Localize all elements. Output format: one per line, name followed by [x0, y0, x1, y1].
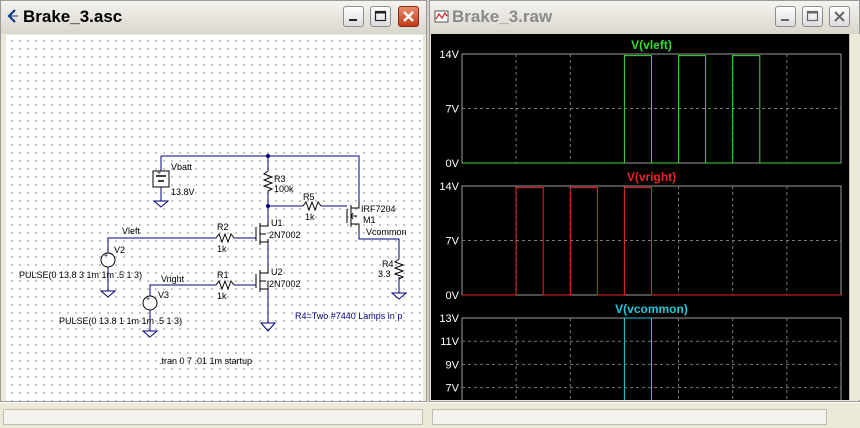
mosfet-m1 [346, 201, 360, 231]
ground-symbol [141, 330, 159, 338]
maximize-button[interactable] [802, 6, 823, 27]
net-label-vbatt: Vbatt [171, 162, 193, 172]
svg-text:+: + [104, 253, 108, 260]
close-icon [834, 11, 845, 22]
maximize-icon [374, 10, 387, 22]
close-icon [403, 11, 414, 22]
resistor-r3 [262, 170, 274, 192]
r4-value: 3.3 [378, 269, 391, 279]
trace-line [462, 55, 841, 164]
m1-model: IRF7204 [361, 204, 396, 214]
resistor-r4 [393, 258, 405, 280]
net-label-vright: Vright [161, 274, 185, 284]
minimize-icon [781, 19, 789, 21]
voltage-source-v3 [142, 295, 158, 311]
y-tick-label: 14V [439, 181, 459, 193]
ground-symbol [259, 322, 277, 332]
trace-line [623, 317, 652, 400]
minimize-button[interactable] [343, 6, 364, 27]
trace-line [462, 187, 841, 296]
waveform-title: Brake_3.raw [452, 7, 553, 26]
schematic-doc-icon [7, 9, 18, 23]
net-label-vleft: Vleft [122, 226, 141, 236]
maximize-button[interactable] [370, 6, 391, 27]
y-tick-label: 7V [446, 104, 460, 116]
ground-symbol [152, 200, 170, 208]
schematic-window: Brake_3.asc [0, 0, 427, 402]
mosfet-u1 [255, 223, 269, 245]
y-tick-label: 13V [439, 313, 459, 325]
waveform-doc-icon [434, 10, 449, 23]
minimize-icon [349, 19, 357, 21]
r3-value: 100k [274, 184, 294, 194]
resistor-r2 [215, 232, 235, 244]
r1-value: 1k [217, 291, 227, 301]
y-tick-label: 0V [446, 290, 460, 302]
waveform-horizontal-scrollbar[interactable] [432, 409, 827, 425]
trace-title: V(vcommon) [615, 302, 688, 316]
y-tick-label: 11V [440, 336, 459, 348]
waveform-plot-area[interactable]: 14V 7V 0V V(vleft) 14V 7V 0V V(vright) 13V 11V 9V 7… [431, 34, 849, 400]
r1-name: R1 [217, 270, 229, 280]
schematic-title: Brake_3.asc [23, 7, 123, 26]
y-tick-label: 9V [446, 359, 460, 371]
r5-name: R5 [303, 192, 315, 202]
r2-name: R2 [217, 222, 229, 232]
waveform-vertical-scrollbar[interactable] [849, 34, 860, 400]
close-button[interactable] [398, 6, 419, 27]
v2-name: V2 [114, 245, 125, 255]
ground-symbol [99, 290, 117, 298]
r2-value: 1k [217, 244, 227, 254]
maximize-icon [806, 10, 819, 22]
svg-text:+: + [157, 170, 161, 177]
close-button[interactable] [829, 6, 850, 27]
r4-name: R4 [382, 259, 394, 269]
ground-symbol [390, 292, 408, 300]
r4-comment: R4=Two #7440 Lamps in p [295, 311, 402, 321]
waveform-plots: 14V 7V 0V V(vleft) 14V 7V 0V V(vright) 13V 11V 9V 7… [439, 38, 842, 400]
m1-name: M1 [363, 215, 376, 225]
u1-name: U1 [271, 218, 283, 228]
junction-dot [266, 154, 270, 158]
y-tick-label: 14V [439, 49, 459, 61]
mosfet-u2 [255, 266, 269, 292]
trace-title: V(vleft) [631, 38, 672, 52]
r5-value: 1k [305, 212, 315, 222]
r3-name: R3 [274, 174, 286, 184]
schematic-canvas[interactable]: + + [6, 35, 423, 401]
trace-title: V(vright) [627, 170, 676, 184]
v2-value: PULSE(0 13.8 3 1m 1m .5 1 3) [19, 270, 142, 280]
y-tick-label: 7V [446, 383, 460, 395]
junction-dot [266, 204, 270, 208]
minimize-button[interactable] [775, 6, 796, 27]
schematic-titlebar[interactable]: Brake_3.asc [1, 1, 426, 34]
resistor-r5 [302, 200, 322, 212]
resistor-r1 [215, 279, 235, 291]
schematic-drawing: + + [19, 154, 408, 366]
svg-text:+: + [146, 296, 150, 303]
y-tick-label: 0V [446, 158, 460, 170]
y-tick-label: 7V [446, 236, 460, 248]
u2-name: U2 [271, 267, 283, 277]
schematic-wires [107, 155, 400, 331]
v3-name: V3 [158, 290, 169, 300]
v3-value: PULSE(0 13.8 1 1m 1m .5 1 3) [59, 316, 182, 326]
schematic-horizontal-scrollbar[interactable] [3, 409, 423, 425]
net-label-vcommon: Vcommon [366, 227, 407, 237]
bottom-scrollbar-area [0, 402, 860, 428]
battery-value: 13.8V [171, 187, 195, 197]
u1-model: 2N7002 [269, 230, 301, 240]
tran-command: .tran 0 7 .01 1m startup [159, 356, 252, 366]
battery-source: + [152, 170, 170, 188]
voltage-source-v2 [100, 252, 116, 268]
waveform-titlebar[interactable]: Brake_3.raw [430, 1, 859, 34]
u2-model: 2N7002 [269, 279, 301, 289]
